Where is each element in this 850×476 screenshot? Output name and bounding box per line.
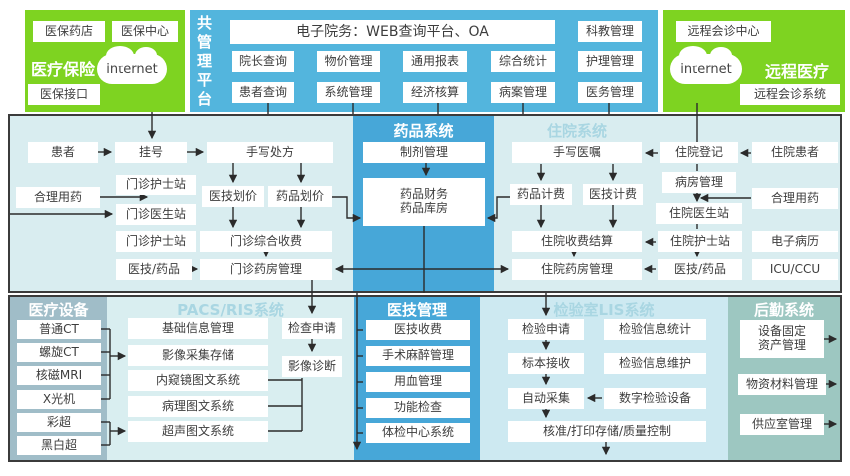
outpatient-patient-box: 患者 <box>28 142 98 163</box>
inpatient-drug-fee-box: 药品计费 <box>510 184 572 205</box>
logistics-title: 后勤系统 <box>753 301 814 319</box>
pacs-box-basic-info: 基础信息管理 <box>128 318 268 339</box>
platform-banner-box: 电子院务：WEB查询平台、OA <box>230 20 555 44</box>
outpatient-prescription-box: 手写处方 <box>207 142 333 163</box>
platform-box-system-mgmt: 系统管理 <box>317 82 380 103</box>
drug-store-line: 药品库房 <box>399 201 448 215</box>
medtech-box-fees: 医技收费 <box>366 320 470 340</box>
lis-box-approve-print-qc: 核准/打印存储/质量控制 <box>508 421 706 442</box>
outpatient-drug-pricing-box: 药品划价 <box>268 186 332 207</box>
outpatient-rational-drug-box: 合理用药 <box>16 187 100 208</box>
lis-box-info-maintain: 检验信息维护 <box>604 353 706 374</box>
lis-box-specimen: 标本接收 <box>508 353 584 374</box>
insurance-interface-box: 医保接口 <box>28 84 100 105</box>
equipment-box-bw-ultrasound: 黑白超 <box>17 436 101 455</box>
inpatient-register-box: 住院登记 <box>660 142 738 163</box>
logistics-fixed-asset-line1: 设备固定 <box>757 324 806 339</box>
equipment-box-xray: X光机 <box>17 390 101 409</box>
inpatient-title: 住院系统 <box>546 122 607 140</box>
platform-box-price-mgmt: 物价管理 <box>317 51 380 72</box>
lis-box-info-stats: 检验信息统计 <box>604 319 706 340</box>
medtech-box-physical-exam: 体检中心系统 <box>366 423 470 443</box>
platform-box-medical-affairs-mgmt: 医务管理 <box>578 82 642 103</box>
medtech-box-blood: 用血管理 <box>366 372 470 392</box>
medtech-box-anesthesia: 手术麻醉管理 <box>366 346 470 366</box>
insurance-center-box: 医保中心 <box>112 21 178 42</box>
platform-box-medical-record-mgmt: 病案管理 <box>491 82 555 103</box>
equipment-title: 医疗设备 <box>28 301 89 319</box>
outpatient-doctor-station-box: 门诊医生站 <box>116 204 196 225</box>
inpatient-patient-box: 住院患者 <box>752 142 838 163</box>
outpatient-pharmacy-box: 门诊药房管理 <box>200 259 332 280</box>
medtech-title: 医技管理 <box>386 301 447 319</box>
inpatient-tech-fee-box: 医技计费 <box>583 184 643 205</box>
platform-box-economic-accounting: 经济核算 <box>403 82 467 103</box>
outpatient-tech-pricing-box: 医技划价 <box>202 186 264 207</box>
pacs-exam-request-box: 检查申请 <box>282 318 342 339</box>
pacs-box-image-capture: 影像采集存储 <box>128 345 268 366</box>
outpatient-register-box: 挂号 <box>115 142 187 163</box>
pacs-box-ultrasound-doc: 超声图文系统 <box>128 421 268 442</box>
platform-box-education-mgmt: 科教管理 <box>578 21 642 42</box>
equipment-box-spiral-ct: 螺旋CT <box>17 343 101 362</box>
inpatient-emr-box: 电子病历 <box>752 231 838 252</box>
inpatient-pharmacy-box: 住院药房管理 <box>512 259 642 280</box>
lis-box-request: 检验申请 <box>508 319 584 340</box>
equipment-box-color-ultrasound: 彩超 <box>17 413 101 432</box>
insurance-title: 医疗保险 <box>30 60 95 79</box>
inpatient-order-box: 手写医嘱 <box>512 142 642 163</box>
inpatient-nurse-station-box: 住院护士站 <box>658 231 742 252</box>
platform-box-patient-query: 患者查询 <box>232 82 294 103</box>
platform-box-general-report: 通用报表 <box>403 51 467 72</box>
inpatient-ward-box: 病房管理 <box>662 172 736 193</box>
platform-title: 共管理平台 <box>195 15 213 110</box>
pacs-box-endoscope: 内窥镜图文系统 <box>128 370 268 391</box>
logistics-supply-box: 供应室管理 <box>740 414 824 435</box>
inpatient-doctor-station-box: 住院医生站 <box>656 203 742 224</box>
lis-title: 检验室LIS系统 <box>553 301 655 319</box>
outpatient-nurse-station-box-2: 门诊护士站 <box>116 231 196 252</box>
platform-box-nursing-mgmt: 护理管理 <box>578 51 642 72</box>
tele-title: 远程医疗 <box>764 62 829 81</box>
drug-prep-box: 制剂管理 <box>363 142 485 163</box>
medtech-box-function-exam: 功能检查 <box>366 398 470 418</box>
platform-box-comprehensive-stats: 综合统计 <box>491 51 555 72</box>
tele-internet-cloud: internet <box>670 46 742 84</box>
equipment-box-mri: 核磁MRI <box>17 366 101 385</box>
drug-finance-store-box: 药品财务 药品库房 <box>363 178 485 226</box>
pacs-title: PACS/RIS系统 <box>177 301 284 319</box>
outpatient-tech-drug-box: 医技/药品 <box>116 259 192 280</box>
logistics-fixed-asset-box: 设备固定 资产管理 <box>740 320 824 358</box>
outpatient-nurse-station-box-1: 门诊护士站 <box>116 175 196 195</box>
platform-box-director-query: 院长查询 <box>232 51 294 72</box>
drug-finance-line: 药品财务 <box>399 187 448 202</box>
logistics-fixed-asset-line2: 资产管理 <box>757 338 806 352</box>
drug-system-title: 药品系统 <box>393 122 454 140</box>
inpatient-icu-box: ICU/CCU <box>752 259 838 280</box>
lis-box-digital-device: 数字检验设备 <box>604 388 706 409</box>
tele-system-box: 远程会诊系统 <box>740 84 840 105</box>
inpatient-rational-drug-box: 合理用药 <box>752 188 838 209</box>
pacs-image-diagnosis-box: 影像诊断 <box>282 356 342 377</box>
inpatient-settle-box: 住院收费结算 <box>512 231 642 252</box>
lis-box-auto-collect: 自动采集 <box>508 388 584 409</box>
outpatient-fee-box: 门诊综合收费 <box>200 231 332 252</box>
equipment-box-ct: 普通CT <box>17 320 101 339</box>
pacs-box-pathology: 病理图文系统 <box>128 396 268 417</box>
logistics-material-box: 物资材料管理 <box>738 374 826 395</box>
insurance-internet-cloud: internet <box>97 46 167 84</box>
insurance-pharmacy-box: 医保药店 <box>33 21 105 42</box>
inpatient-tech-drug-box: 医技/药品 <box>658 259 742 280</box>
tele-center-box: 远程会诊中心 <box>676 21 771 42</box>
